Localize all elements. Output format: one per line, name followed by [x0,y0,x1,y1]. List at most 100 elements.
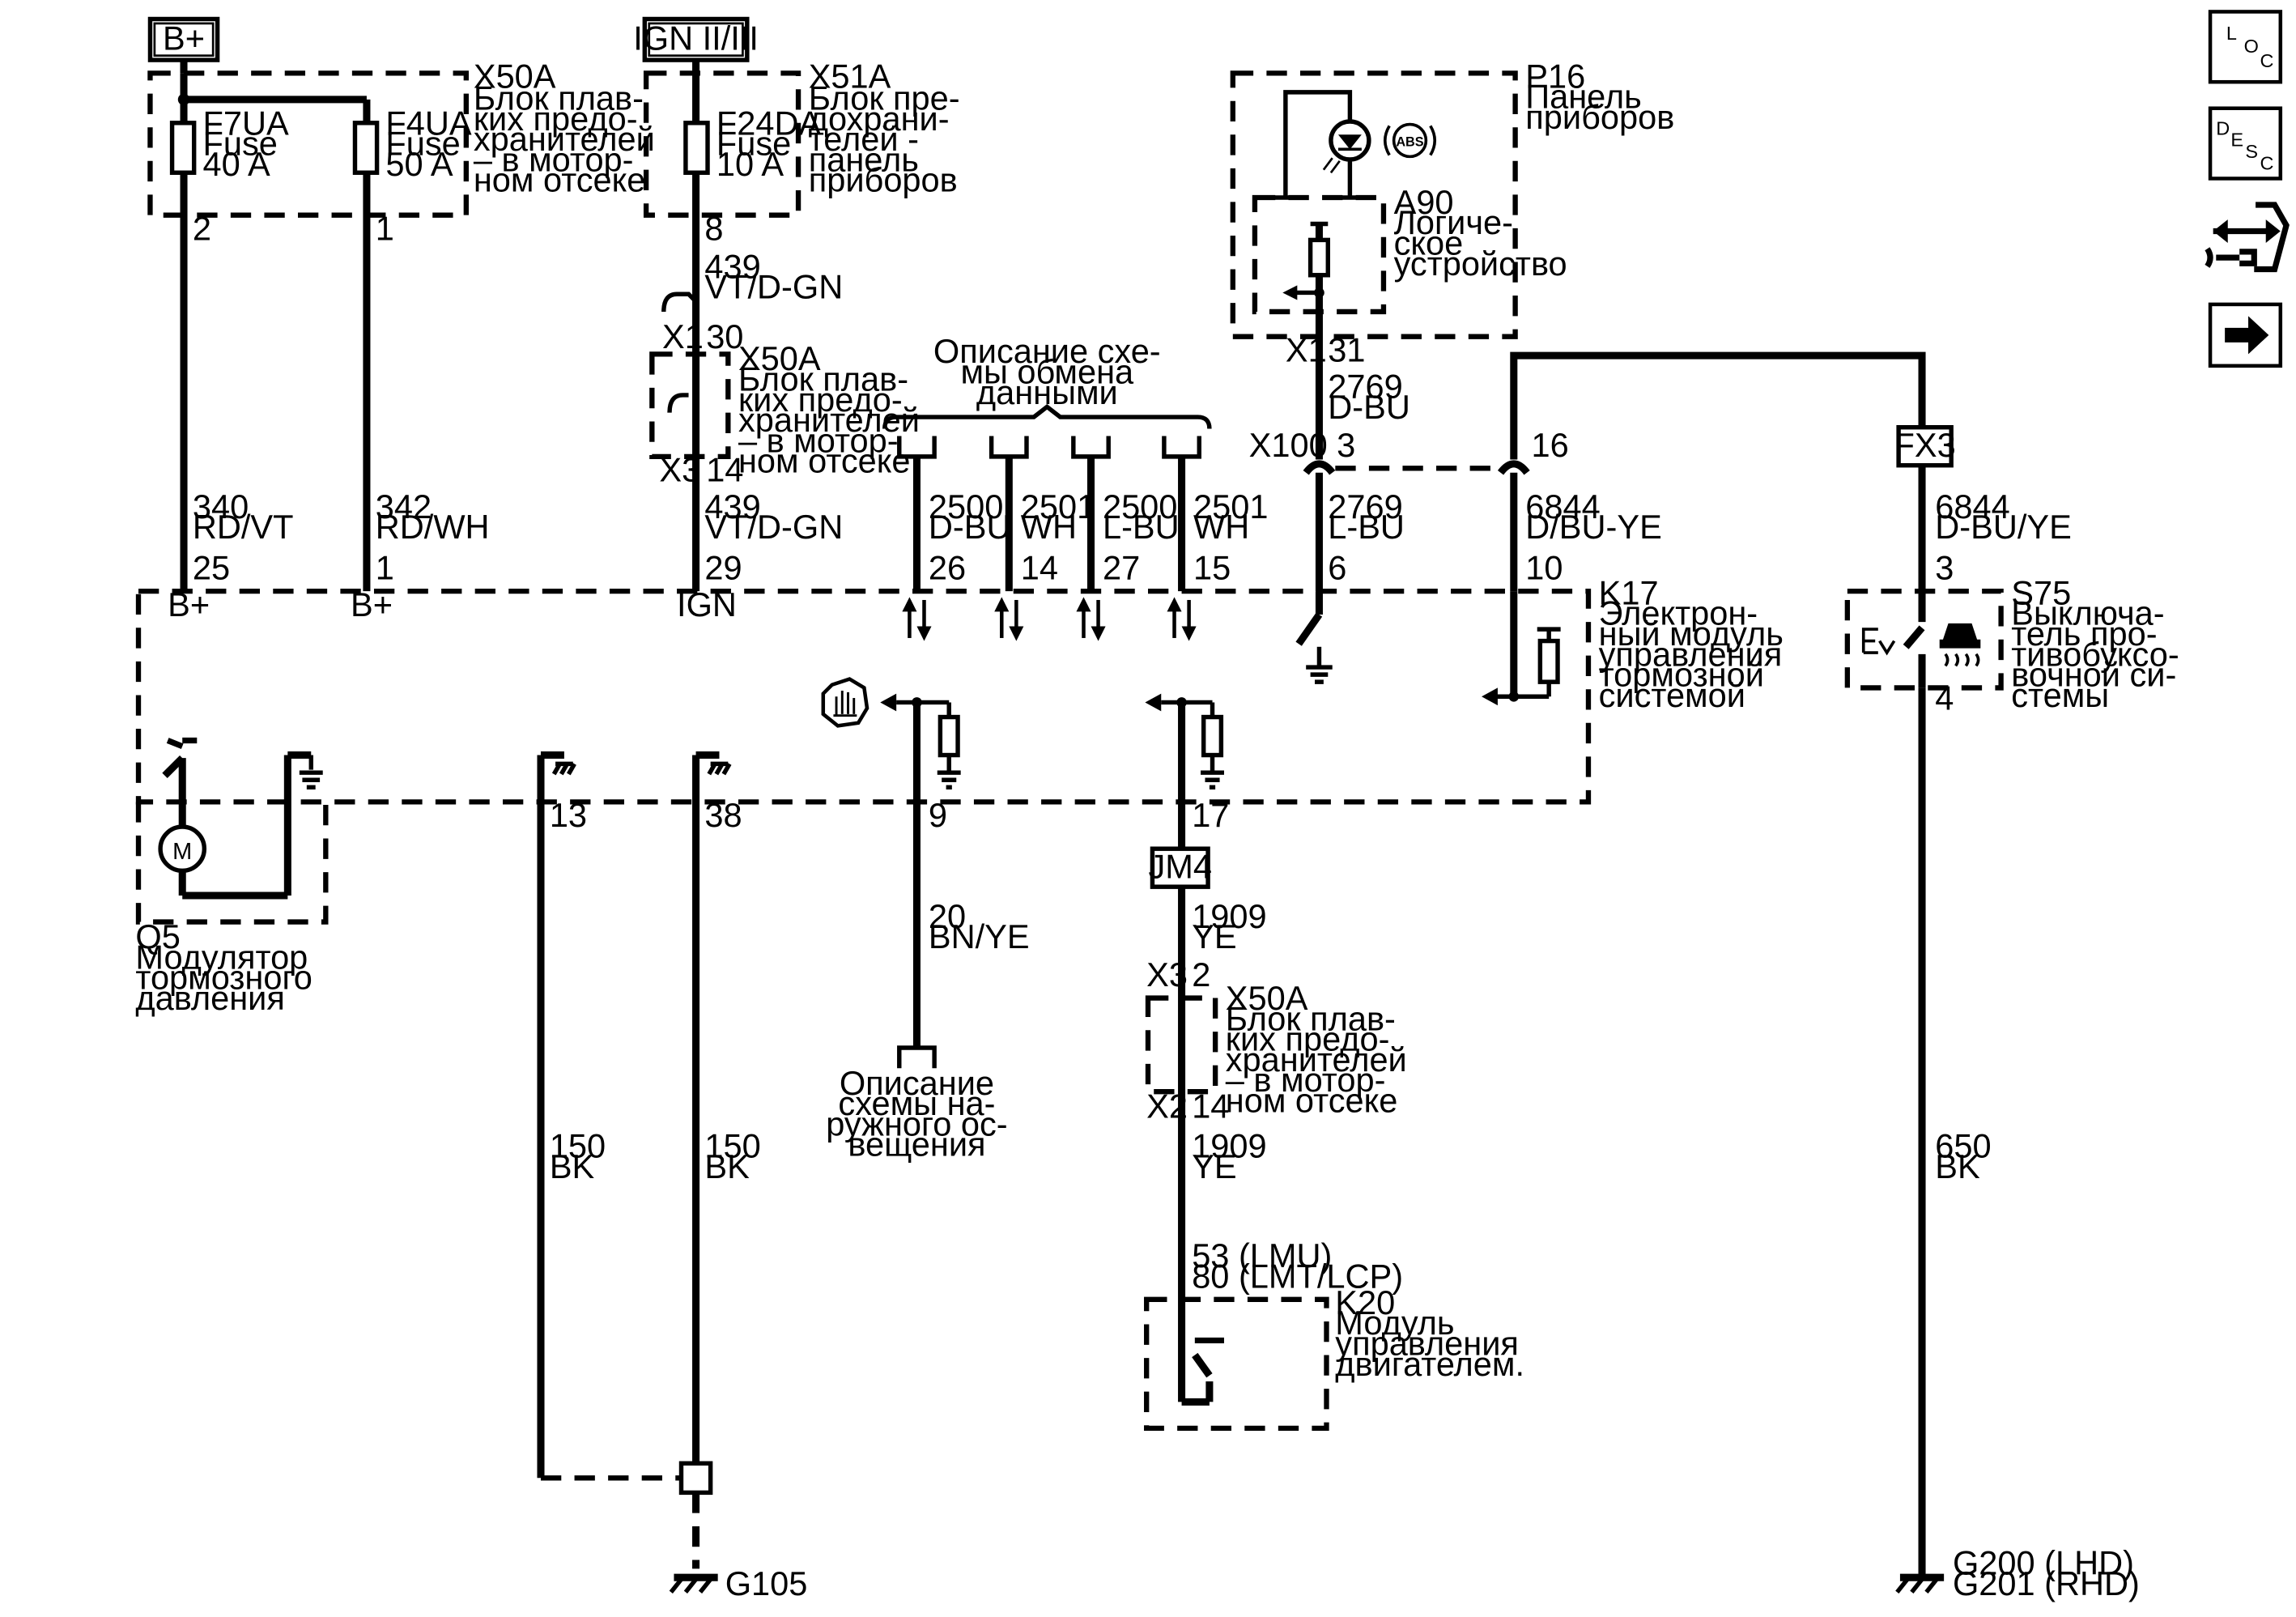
wire-1909-bot-circuit: 1909 [1192,1127,1266,1165]
data-wire-pin: 27 [1103,549,1140,587]
fuse-f4ua-rating: 50 A [385,145,453,183]
wire-2769-bot-color: L-BU [1328,508,1405,546]
data-wire-circuit: 2501 [1193,487,1268,526]
x51a-pin-8: 8 [704,209,723,247]
g201-label: G201 (RHD) [1953,1564,2140,1602]
fx3-junction: FX3 [1894,425,1956,468]
a90-desc-2: ское [1394,223,1464,262]
wire-342-color: RD/WH [376,508,490,546]
x50a-low-desc-2: ких предо- [1226,1020,1390,1058]
loc-letter-c: C [2260,50,2274,71]
k17-pin-9: 9 [929,796,947,834]
arrow-right-icon [2225,316,2269,355]
bidirectional-arrow-icon [994,597,1024,641]
jm4-junction: JM4 [1149,846,1212,889]
bidirectional-arrow-icon [1076,597,1106,641]
x100-pin-16: 16 [1531,426,1568,464]
connector-repair-icon[interactable] [2205,202,2290,273]
bplus-supply-box: B+ [147,16,220,62]
data-arrows [902,597,1197,641]
x50a-low-desc-3: хранителей [1226,1040,1407,1079]
wire-150b-color: BK [704,1147,750,1185]
data-wire-pin: 14 [1021,549,1058,587]
wire-439-top-circuit: 439 [704,247,760,285]
data-wire-circuit: 2500 [1103,487,1177,526]
k17-pin-29: 29 [704,549,742,587]
k20-pin-53: 53 (LMU) [1192,1236,1332,1274]
s75-pin-3: 3 [1935,549,1954,587]
x51a-desc-3: телей - [809,120,919,158]
next-arrow-button[interactable] [2208,302,2283,368]
x50a-top-desc-1: Блок плав- [474,79,644,117]
data-wire-circuit: 2501 [1021,487,1095,526]
s75-pin-4: 4 [1935,679,1954,717]
k17-pin10-input [1482,591,1561,706]
k17-desc-5: системой [1599,676,1745,714]
x50a-mid-conn-x3: X3 [659,451,700,489]
wire-6844-right-circuit: 6844 [1935,487,2009,526]
k20-desc-2: управления [1335,1325,1519,1363]
ground-wires-150: 150 BK 150 BK [537,751,761,1569]
k17-pin6-switch [1295,591,1333,684]
q5-desc-2: тормозного [135,959,312,997]
x51a-desc-5: приборов [809,161,958,199]
x50a-mid-desc-5: ном отсеке [738,442,911,480]
k17-pin-6: 6 [1328,549,1346,587]
stop-hand-icon [821,677,870,728]
s75-desc-2: тель про- [2011,615,2157,653]
p16-id: P16 [1525,57,1585,95]
wire-6844-left-color: D/BU-YE [1525,508,1662,546]
x50a-top-desc-2: ких предо- [474,100,638,138]
x50a-low-pin-14: 14 [1192,1087,1229,1126]
k17-desc-4: тормозной [1599,656,1764,694]
x50a-low-desc-4: – в мотор- [1226,1061,1386,1099]
q5-desc-1: Модулятор [135,938,308,976]
desc-nav-button[interactable]: D E S C [2208,106,2283,181]
q5-id: Q5 [135,917,180,955]
p16-instrument-panel: ABS P16 Панель приборов A90 Логиче- ское… [1230,57,1674,368]
x51a-desc-4: панель [809,140,919,178]
k17-pin-25: 25 [193,549,230,587]
data-wire-pin: 26 [929,549,966,587]
wire-1909-top-color: YE [1192,917,1236,955]
s75-traction-switch: 3 4 S75 Выключа- тель про- тивобуксо- во… [1844,549,2179,717]
data-wire-pin: 15 [1193,549,1231,587]
x50a-mid-desc-4: – в мотор- [738,421,899,459]
fuse-f7ua-symbol [169,121,197,175]
desc-letter-s: S [2245,141,2258,162]
fuse-f7ua-rating: 40 A [203,145,270,183]
k20-ecm: 53 (LMU) 80 (LMT/LCP) K20 Модуль управле… [1144,1236,1524,1432]
wire-439-bot-circuit: 439 [704,487,760,526]
bidirectional-arrow-icon [1167,597,1197,641]
x50a-mid-pin-30: 30 [706,317,743,355]
k17-bplus-2: B+ [351,585,393,623]
a90-desc-3: устройство [1394,245,1567,283]
k17-pin9-output: 20 BN/YE Описание схемы на- ружного ос- … [821,677,1030,1164]
wire-650-color: BK [1935,1147,1980,1185]
s75-desc-3: тивобуксо- [2011,635,2179,673]
fuse-f4ua-symbol [352,121,380,175]
x51a-id: X51A [809,57,891,95]
x50a-top-desc-5: ном отсеке [474,161,646,199]
p16-pin-31: 31 [1328,330,1365,368]
x100-connector: X100 3 16 [1249,426,1569,475]
wire-2769-top-color: D-BU [1328,388,1410,426]
loc-nav-button[interactable]: L O C [2208,10,2283,84]
x50a-mid-id: X50A [738,339,821,377]
x51a-fuse-block: F24DA Fuse 10 A X51A Блок пре- дохрани- … [643,57,960,592]
fuse-f4ua-type: Fuse [385,125,460,163]
motor-label: M [172,839,192,865]
k17-bplus-1: B+ [168,585,210,623]
ext-light-label-2: схемы на- [838,1084,995,1122]
data-wire-color: WH [1193,508,1249,546]
wire-150a-color: BK [550,1147,595,1185]
desc-letter-c: C [2260,153,2274,174]
x50a-low-connector: X3 2 X2 14 X50A Блок плав- ких предо- хр… [1145,955,1407,1126]
k17-pin-17: 17 [1192,796,1229,834]
x100-id: X100 [1249,426,1328,464]
fuse-f4ua-id: F4UA [385,104,471,142]
wire-439-top-color: VT/D-GN [704,268,843,306]
k20-pin-80: 80 (LMT/LCP) [1192,1257,1403,1295]
x50a-low-desc-1: Блок плав- [1226,999,1396,1037]
